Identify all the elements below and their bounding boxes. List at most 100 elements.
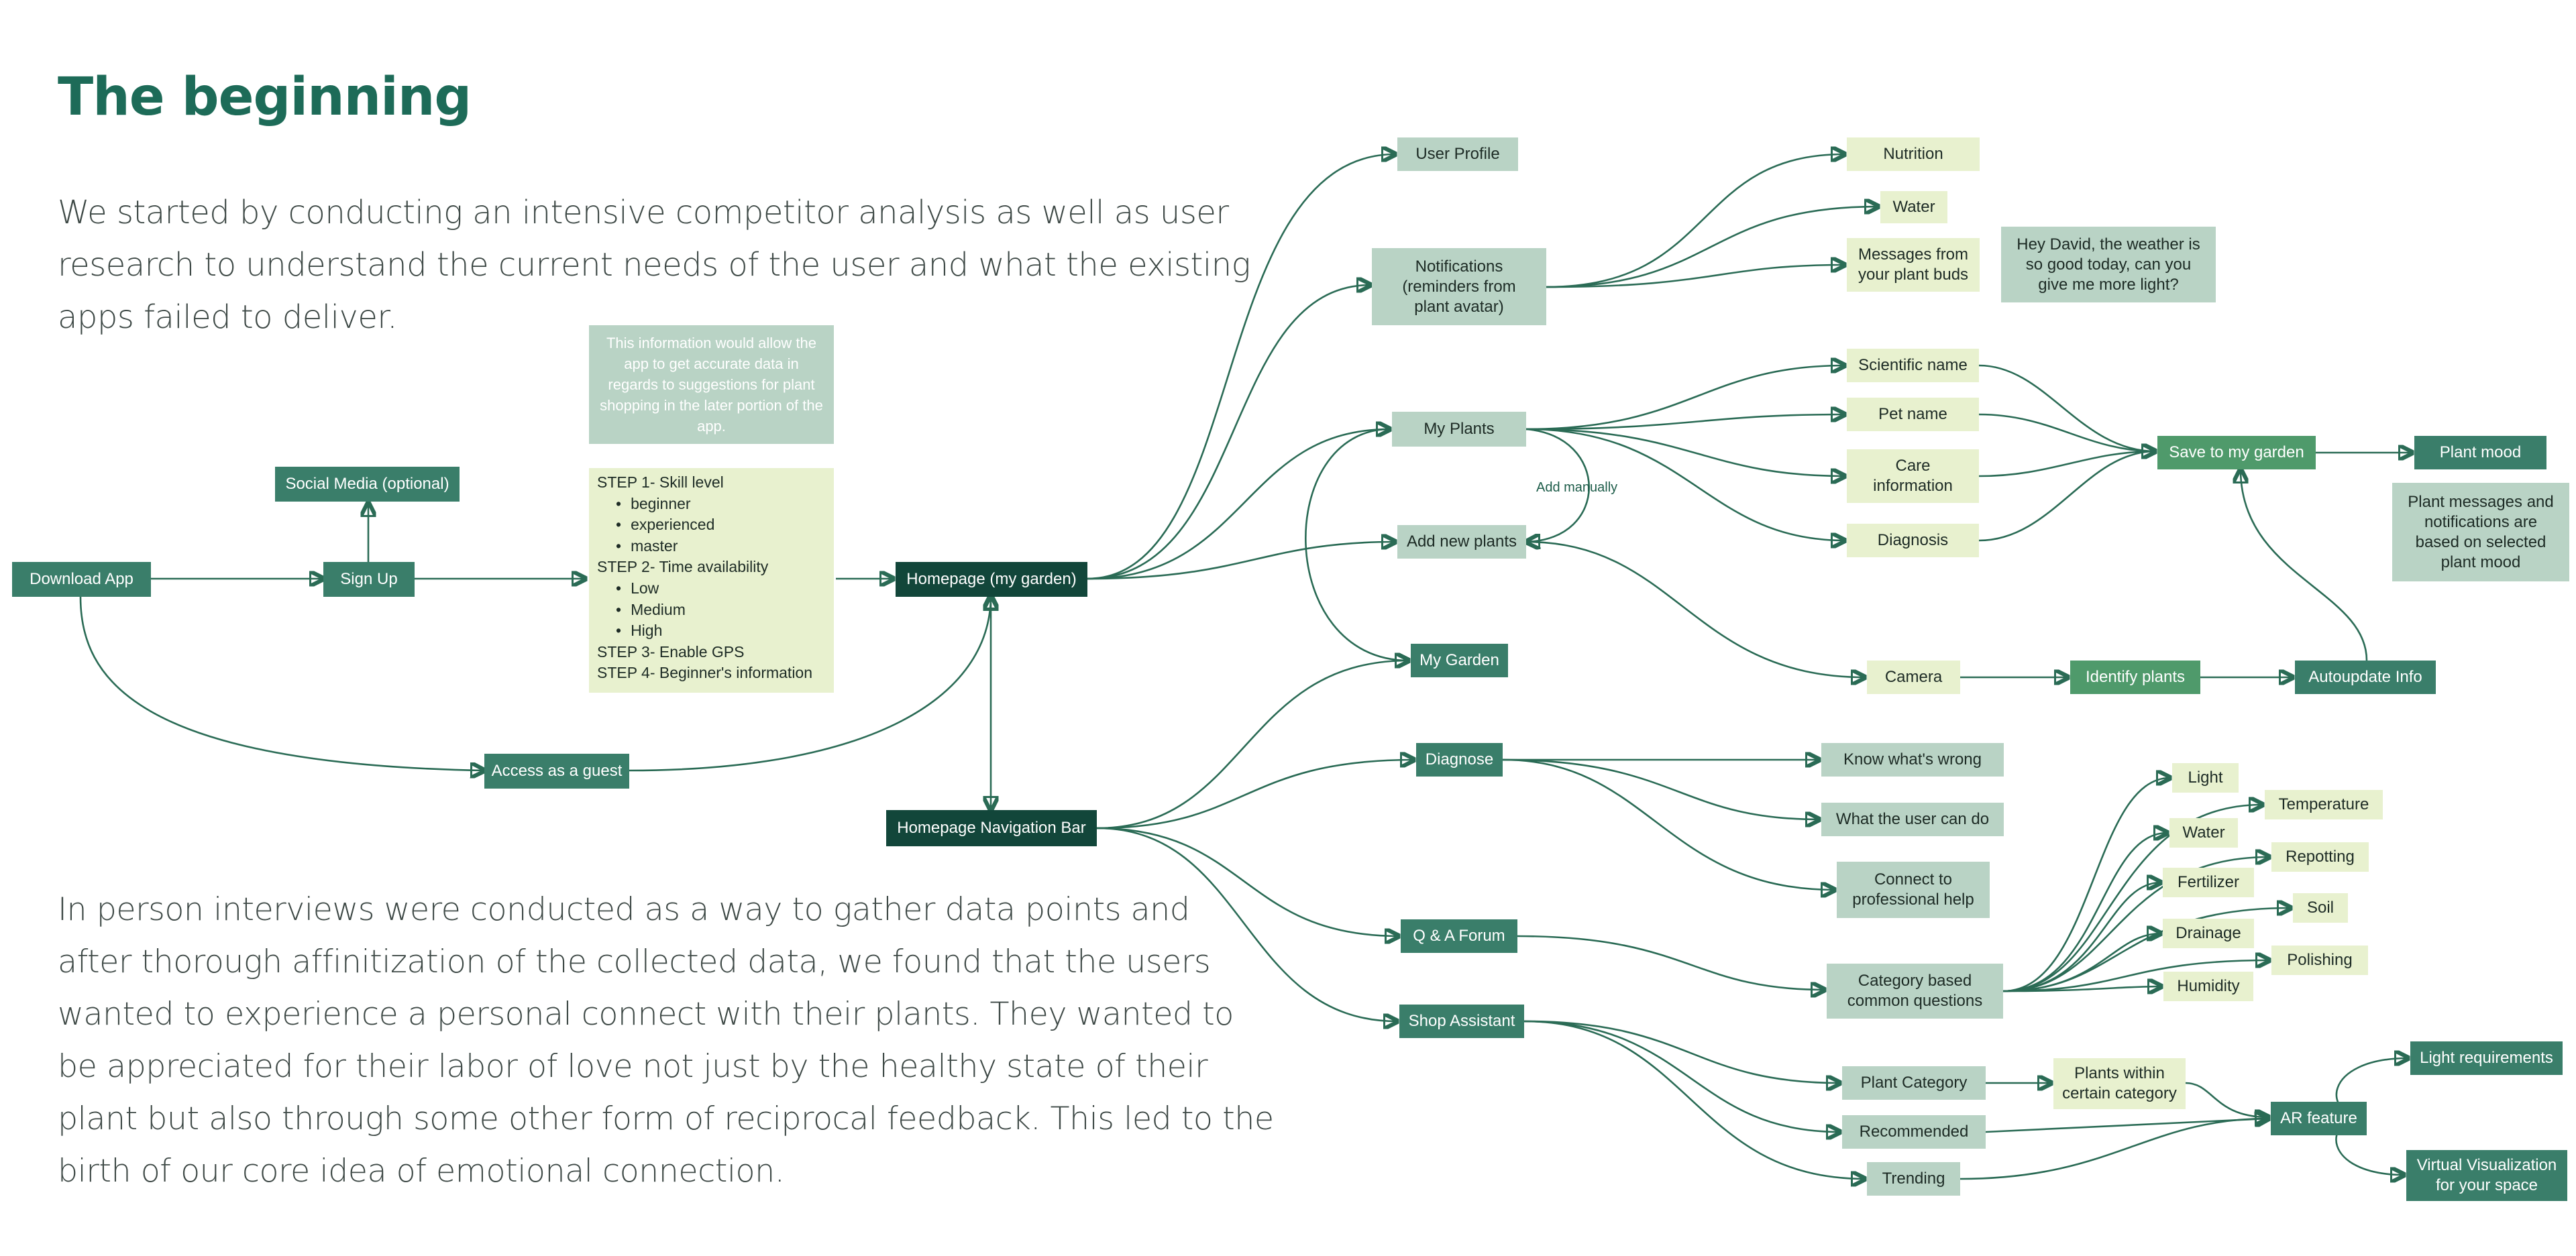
edge-diagnosis-save bbox=[1978, 451, 2155, 542]
edge-addnew-camera bbox=[1525, 540, 1865, 677]
shop-assistant-node: Shop Assistant bbox=[1399, 1005, 1524, 1038]
intro-line: research to understand the current needs… bbox=[58, 246, 1250, 284]
edge-within-ar bbox=[2185, 1082, 2269, 1117]
guest-access-node: Access as a guest bbox=[484, 754, 629, 789]
skill-option: master bbox=[597, 536, 826, 557]
recommended-node: Recommended bbox=[1842, 1115, 1986, 1149]
diagnose-node: Diagnose bbox=[1416, 743, 1503, 777]
virtual-visualization-node: Virtual Visualization for your space bbox=[2406, 1150, 2567, 1201]
question-temperature-node: Temperature bbox=[2265, 790, 2383, 819]
findings-line: plant but also through some other form o… bbox=[58, 1100, 1274, 1137]
findings-line: after thorough affinitization of the col… bbox=[58, 944, 1211, 980]
edge-auto-save bbox=[2241, 469, 2368, 661]
edge-nav-qa bbox=[1096, 827, 1399, 936]
edge-diag-cando bbox=[1502, 758, 1819, 819]
edge-cat-light bbox=[2002, 778, 2170, 992]
edge-plants-petname bbox=[1525, 414, 1845, 431]
message-example-note: Hey David, the weather is so good today,… bbox=[2001, 227, 2216, 302]
autoupdate-node: Autoupdate Info bbox=[2295, 661, 2436, 694]
question-light-node: Light bbox=[2172, 763, 2239, 793]
notif-water-node: Water bbox=[1880, 191, 1947, 223]
edge-nav-garden bbox=[1096, 661, 1409, 830]
nutrition-node: Nutrition bbox=[1847, 137, 1980, 171]
onboarding-steps: STEP 1- Skill level beginner experienced… bbox=[589, 468, 834, 693]
add-manually-label: Add manually bbox=[1536, 480, 1618, 495]
qa-forum-node: Q & A Forum bbox=[1401, 919, 1517, 953]
know-wrong-node: Know what's wrong bbox=[1821, 743, 2004, 777]
time-option: Medium bbox=[597, 600, 826, 621]
edge-notif-water bbox=[1546, 207, 1878, 288]
edge-petname-save bbox=[1978, 413, 2155, 451]
step-4-label: STEP 4- Beginner's information bbox=[597, 664, 813, 682]
notifications-node: Notifications (reminders from plant avat… bbox=[1372, 248, 1546, 325]
edge-shop-category bbox=[1523, 1020, 1840, 1083]
my-garden-node: My Garden bbox=[1411, 644, 1508, 677]
edge-recommended-ar bbox=[1985, 1119, 2269, 1133]
skill-option: experienced bbox=[597, 514, 826, 536]
question-fertilizer-node: Fertilizer bbox=[2163, 868, 2254, 897]
time-option: High bbox=[597, 620, 826, 642]
my-plants-node: My Plants bbox=[1392, 412, 1526, 447]
edge-home-addnew bbox=[1087, 542, 1395, 580]
question-polishing-node: Polishing bbox=[2271, 946, 2368, 975]
question-drainage-node: Drainage bbox=[2163, 919, 2254, 948]
scientific-name-node: Scientific name bbox=[1847, 349, 1979, 382]
edge-home-notifications bbox=[1087, 285, 1371, 580]
edge-shop-recommended bbox=[1523, 1020, 1840, 1132]
plant-mood-node: Plant mood bbox=[2414, 436, 2546, 469]
edge-care-save bbox=[1978, 451, 2155, 477]
edge-download-guest bbox=[79, 596, 484, 770]
category-questions-node: Category based common questions bbox=[1827, 964, 2003, 1019]
camera-node: Camera bbox=[1867, 661, 1960, 694]
edge-qa-category bbox=[1517, 935, 1825, 990]
edge-cat-fertilizer bbox=[2002, 882, 2161, 992]
findings-paragraph: In person interviews were conducted as a… bbox=[58, 884, 1274, 1198]
trending-node: Trending bbox=[1867, 1162, 1960, 1196]
question-repotting-node: Repotting bbox=[2271, 842, 2369, 872]
add-new-plants-node: Add new plants bbox=[1397, 525, 1526, 559]
intro-line: We started by conducting an intensive co… bbox=[58, 194, 1229, 231]
light-requirements-node: Light requirements bbox=[2410, 1041, 2563, 1075]
step-2-label: STEP 2- Time availability bbox=[597, 558, 769, 576]
page-title: The beginning bbox=[58, 67, 472, 127]
edge-cat-humidity bbox=[2002, 986, 2161, 991]
edge-nav-diagnose bbox=[1096, 760, 1414, 830]
download-app-node: Download App bbox=[12, 562, 151, 597]
connect-help-node: Connect to professional help bbox=[1837, 862, 1990, 918]
question-humidity-node: Humidity bbox=[2163, 972, 2253, 1001]
edge-cat-drainage bbox=[2002, 933, 2161, 992]
step-1-label: STEP 1- Skill level bbox=[597, 473, 724, 491]
findings-line: In person interviews were conducted as a… bbox=[58, 891, 1190, 928]
info-note: This information would allow the app to … bbox=[589, 325, 834, 444]
nav-bar-node: Homepage Navigation Bar bbox=[886, 810, 1097, 846]
edge-diag-connect bbox=[1502, 758, 1835, 890]
edge-nav-shop bbox=[1096, 827, 1397, 1021]
user-profile-node: User Profile bbox=[1397, 137, 1518, 171]
diagnosis-node: Diagnosis bbox=[1847, 524, 1979, 557]
user-can-do-node: What the user can do bbox=[1821, 803, 2004, 836]
edge-trending-ar bbox=[1960, 1119, 2269, 1180]
edge-plants-diagnosis bbox=[1525, 428, 1845, 540]
edge-plants-care bbox=[1525, 428, 1845, 476]
edge-plants-scientific bbox=[1525, 365, 1845, 431]
care-information-node: Care information bbox=[1847, 449, 1979, 503]
edge-home-profile bbox=[1087, 154, 1395, 580]
question-soil-node: Soil bbox=[2293, 893, 2348, 923]
edge-notif-nutrition bbox=[1546, 154, 1845, 288]
findings-line: wanted to experience a personal connect … bbox=[58, 996, 1234, 1033]
time-option: Low bbox=[597, 578, 826, 600]
social-media-node: Social Media (optional) bbox=[275, 467, 460, 502]
edge-cat-water bbox=[2002, 833, 2167, 992]
edge-scientific-save bbox=[1978, 364, 2155, 451]
plants-within-node: Plants within certain category bbox=[2053, 1058, 2186, 1109]
edge-notif-messages bbox=[1546, 265, 1845, 288]
identify-plants-node: Identify plants bbox=[2070, 661, 2200, 694]
pet-name-node: Pet name bbox=[1847, 398, 1979, 431]
homepage-node: Homepage (my garden) bbox=[896, 562, 1087, 597]
edge-plants-garden bbox=[1305, 428, 1409, 661]
findings-line: be appreciated for their labor of love n… bbox=[58, 1048, 1208, 1085]
edge-plants-addnew-manual bbox=[1526, 428, 1590, 542]
edge-shop-trending bbox=[1523, 1020, 1865, 1179]
edge-cat-polishing bbox=[2002, 960, 2269, 992]
